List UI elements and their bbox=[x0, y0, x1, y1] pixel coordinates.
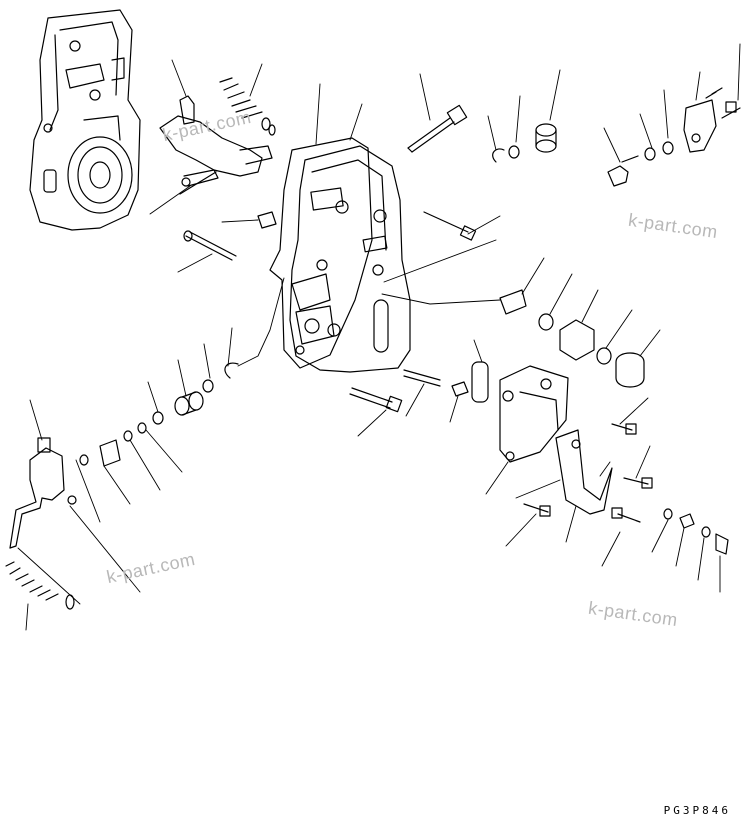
plug-left-2 bbox=[175, 392, 203, 415]
governor-cover bbox=[290, 146, 410, 372]
adjust-screw-top bbox=[608, 142, 673, 186]
spring-bottom-left bbox=[6, 562, 74, 609]
long-bolt-right bbox=[424, 212, 476, 240]
small-washer-top bbox=[509, 146, 519, 158]
cap-right bbox=[616, 353, 644, 387]
nut-small bbox=[452, 382, 468, 396]
sleeve-right bbox=[560, 320, 594, 360]
long-bolt-left bbox=[184, 231, 236, 260]
washer-left bbox=[203, 380, 213, 392]
stop-lever bbox=[10, 438, 76, 548]
bolt-bottom-mid bbox=[404, 370, 440, 386]
cover-gasket bbox=[270, 138, 372, 368]
washer-right bbox=[539, 314, 553, 330]
bolt-bottom-left bbox=[350, 388, 402, 412]
stop-housing bbox=[500, 366, 568, 462]
bolt-bottom-right bbox=[524, 504, 640, 522]
lever-assembly bbox=[160, 96, 272, 194]
washer-right-2 bbox=[597, 348, 611, 364]
governor-housing bbox=[30, 10, 140, 230]
small-parts-lower-left bbox=[80, 423, 146, 466]
leader-lines bbox=[18, 44, 740, 630]
bolt-right-1 bbox=[612, 424, 636, 434]
o-ring bbox=[472, 362, 488, 402]
plug-top bbox=[536, 124, 556, 152]
bolt-right-2 bbox=[624, 478, 652, 488]
washers-bottom-right bbox=[664, 509, 728, 554]
washer-left-2 bbox=[153, 412, 163, 424]
bracket-top-right bbox=[684, 88, 740, 152]
snap-ring-left bbox=[225, 363, 238, 378]
plug-left bbox=[258, 212, 276, 228]
snap-ring bbox=[493, 149, 504, 162]
small-spring bbox=[220, 78, 275, 135]
drawing-code: PG3P846 bbox=[663, 804, 731, 817]
support-bracket bbox=[556, 430, 612, 514]
threaded-fitting bbox=[500, 290, 526, 314]
top-bolt bbox=[408, 105, 467, 152]
